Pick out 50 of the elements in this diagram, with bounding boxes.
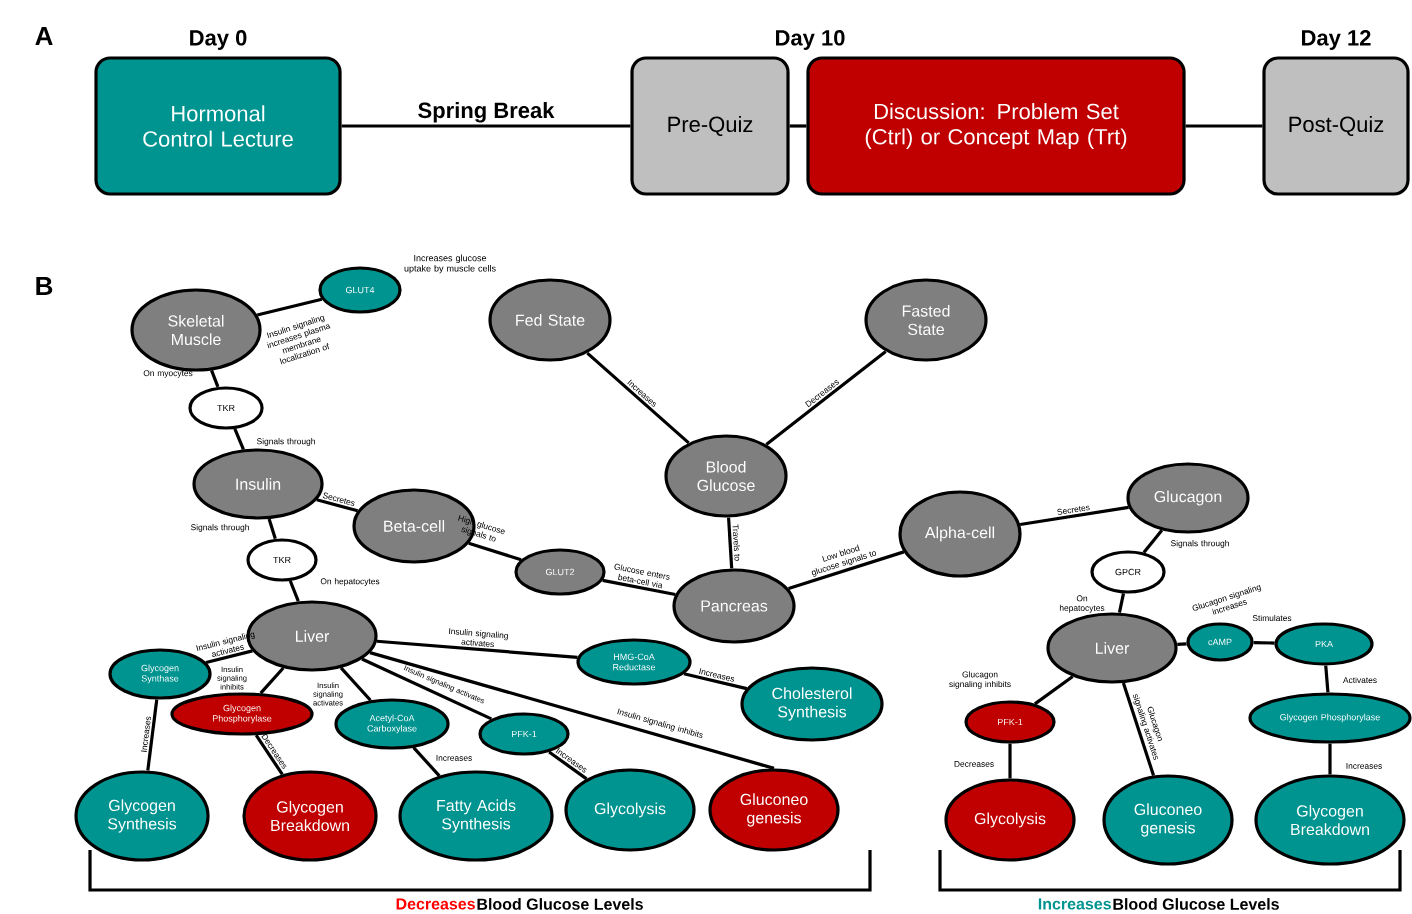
connector	[602, 578, 676, 597]
day-label: Day 0	[190, 30, 247, 50]
connector	[788, 550, 905, 591]
connector	[1185, 124, 1263, 128]
connector	[1324, 665, 1330, 693]
connector	[683, 672, 748, 691]
edge-label: Spring Break	[418, 102, 555, 123]
connector	[205, 649, 253, 664]
lecture-box: Hormonal Control Lecture	[94, 56, 342, 196]
quiz-box: Post-Quiz	[1262, 56, 1410, 196]
connector	[1177, 642, 1187, 646]
connector	[259, 666, 285, 695]
connector	[267, 518, 277, 540]
connector	[1121, 682, 1156, 776]
discussion-box: Discussion: Problem Set (Ctrl) or Concept Map (Trt)	[806, 56, 1186, 196]
quiz-box: Pre-Quiz	[630, 56, 790, 196]
connector	[210, 369, 220, 388]
connector	[316, 498, 359, 513]
panel-letter: A	[35, 27, 53, 45]
connector	[233, 428, 245, 450]
connector	[361, 657, 493, 721]
connector	[789, 124, 807, 128]
connector	[288, 580, 300, 602]
connector	[726, 517, 734, 569]
connector	[1034, 675, 1074, 706]
connector	[369, 651, 775, 770]
bracket-caption: Increases	[1038, 898, 1111, 910]
connector	[548, 750, 588, 781]
connector	[254, 734, 284, 776]
day-label: Day 12	[1302, 30, 1371, 50]
connector	[412, 746, 441, 777]
connector	[765, 350, 887, 446]
connector	[339, 666, 372, 702]
connector	[1253, 641, 1275, 645]
connector	[1328, 743, 1332, 775]
bracket-caption: Blood Glucose Levels	[477, 898, 643, 910]
connector	[586, 351, 690, 445]
connector	[341, 124, 631, 128]
connector	[1117, 593, 1126, 613]
connector	[468, 541, 522, 562]
connector	[256, 297, 323, 317]
bracket-caption: Decreases	[396, 898, 475, 910]
panel-letter: B	[36, 277, 53, 295]
connector	[376, 639, 578, 659]
day-label: Day 10	[776, 30, 845, 50]
connector	[146, 699, 159, 771]
bracket-caption: Blood Glucose Levels	[1113, 898, 1279, 910]
connector	[1142, 529, 1164, 554]
connector	[1008, 743, 1012, 779]
connector	[1019, 505, 1129, 527]
